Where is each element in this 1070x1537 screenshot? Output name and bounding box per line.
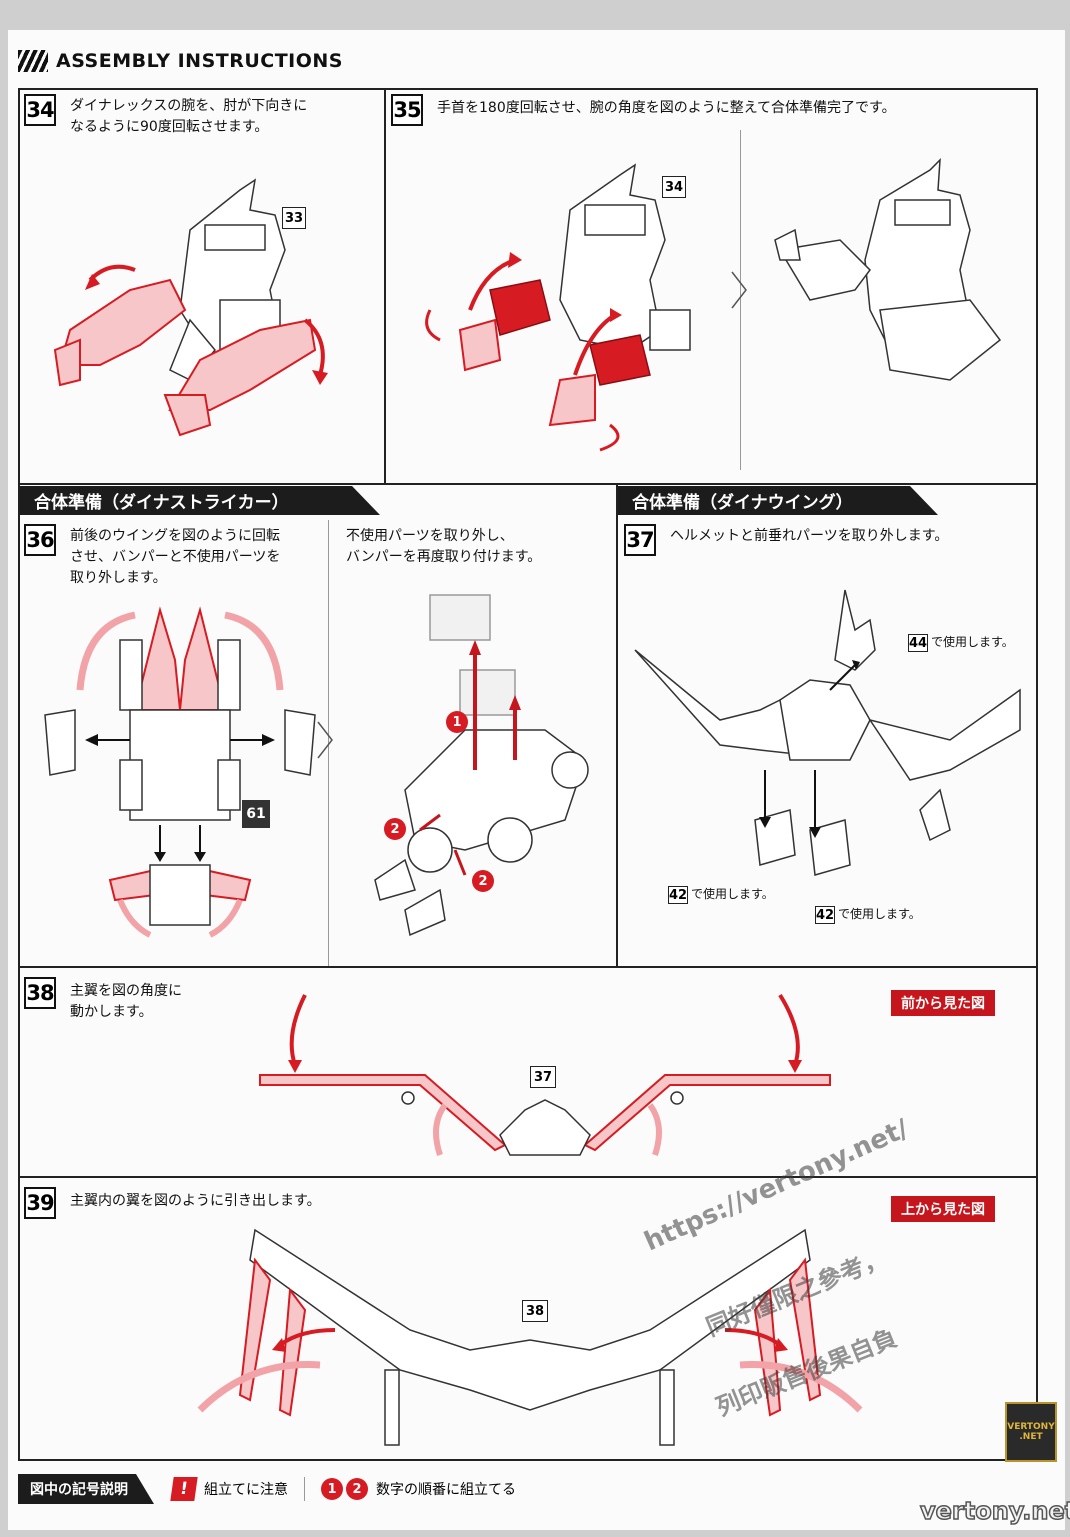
part-ref-38: 38 xyxy=(522,1300,548,1322)
order-number-2: 2 xyxy=(472,870,494,892)
part-ref-61: 61 xyxy=(242,800,270,828)
order-number-1: 1 xyxy=(446,711,468,733)
top-view-wing-illustration xyxy=(197,1228,863,1446)
step-36-text-2: 不使用パーツを取り外し、 バンパーを再度取り付けます。 xyxy=(346,528,542,565)
sub-divider xyxy=(740,130,741,470)
step-number-35: 35 xyxy=(391,94,423,126)
page-title: ASSEMBLY INSTRUCTIONS xyxy=(56,50,343,72)
step-number-39: 39 xyxy=(24,1187,56,1219)
step-number-34: 34 xyxy=(24,94,56,126)
robot-arm-illustration-34 xyxy=(53,178,328,437)
order-number-2-icon: 2 xyxy=(346,1478,368,1500)
divider xyxy=(18,1176,1038,1178)
front-view-wing-illustration xyxy=(259,993,831,1156)
top-view-label: 上から見た図 xyxy=(891,1196,995,1222)
front-view-label: 前から見た図 xyxy=(891,990,995,1016)
next-chevron-icon xyxy=(317,721,333,759)
step-number-37: 37 xyxy=(624,524,656,556)
section-title-striker: 合体準備（ダイナストライカー） xyxy=(20,486,380,515)
step-39-text: 主翼内の翼を図のように引き出します。 xyxy=(70,1193,321,1209)
legend-label: 図中の記号説明 xyxy=(18,1474,154,1504)
page-header: ASSEMBLY INSTRUCTIONS xyxy=(18,50,343,72)
badge-text: .NET xyxy=(1019,1432,1043,1442)
striker-car-topview-illustration xyxy=(44,606,316,938)
vertony-badge-logo: VERTONY .NET xyxy=(1005,1402,1057,1462)
robot-arm-illustration-35 xyxy=(425,163,691,452)
dynawing-illustration xyxy=(634,589,1021,876)
symbol-legend: 図中の記号説明 ! 組立てに注意 1 2 数字の順番に組立てる xyxy=(18,1474,1038,1504)
step-36-text: 前後のウイングを図のように回転 させ、バンパーと不使用パーツを 取り外します。 xyxy=(70,528,281,586)
step-35-text: 手首を180度回転させ、腕の角度を図のように整えて合体準備完了です。 xyxy=(437,100,896,116)
divider xyxy=(18,483,1038,485)
instruction-frame xyxy=(18,88,1038,1461)
divider xyxy=(384,88,386,483)
order-number-1-icon: 1 xyxy=(321,1478,343,1500)
use-note-42-b: で使用します。 xyxy=(838,907,921,921)
divider xyxy=(616,483,618,966)
part-ref-44: 44 xyxy=(908,634,928,652)
order-number-2: 2 xyxy=(384,818,406,840)
order-text: 数字の順番に組立てる xyxy=(376,1482,516,1498)
caution-text: 組立てに注意 xyxy=(204,1482,288,1498)
divider xyxy=(18,966,1038,968)
step-number-38: 38 xyxy=(24,977,56,1009)
step-34-text: ダイナレックスの腕を、肘が下向きに なるように90度回転させます。 xyxy=(70,98,308,135)
badge-text: VERTONY xyxy=(1007,1422,1055,1432)
part-ref-34: 34 xyxy=(662,176,686,198)
step-number-36: 36 xyxy=(24,524,56,556)
header-stripes-icon xyxy=(18,50,48,72)
striker-car-side-illustration xyxy=(374,594,589,937)
section-title-wing: 合体準備（ダイナウイング） xyxy=(618,486,938,515)
caution-icon: ! xyxy=(170,1477,198,1501)
step-38-text: 主翼を図の角度に 動かします。 xyxy=(70,983,182,1020)
site-watermark: vertony.net xyxy=(919,1496,1070,1526)
step-37-text: ヘルメットと前垂れパーツを取り外します。 xyxy=(670,528,949,544)
sub-divider xyxy=(328,520,329,966)
part-ref-33: 33 xyxy=(282,207,306,229)
use-note-42-a: で使用します。 xyxy=(691,887,774,901)
use-note-44: で使用します。 xyxy=(931,635,1014,649)
part-ref-37: 37 xyxy=(530,1066,556,1088)
part-ref-42-b: 42 xyxy=(815,906,835,924)
next-chevron-icon xyxy=(731,271,747,309)
part-ref-42-a: 42 xyxy=(668,886,688,904)
robot-combined-illustration-35 xyxy=(774,158,1002,381)
legend-divider xyxy=(304,1477,305,1501)
